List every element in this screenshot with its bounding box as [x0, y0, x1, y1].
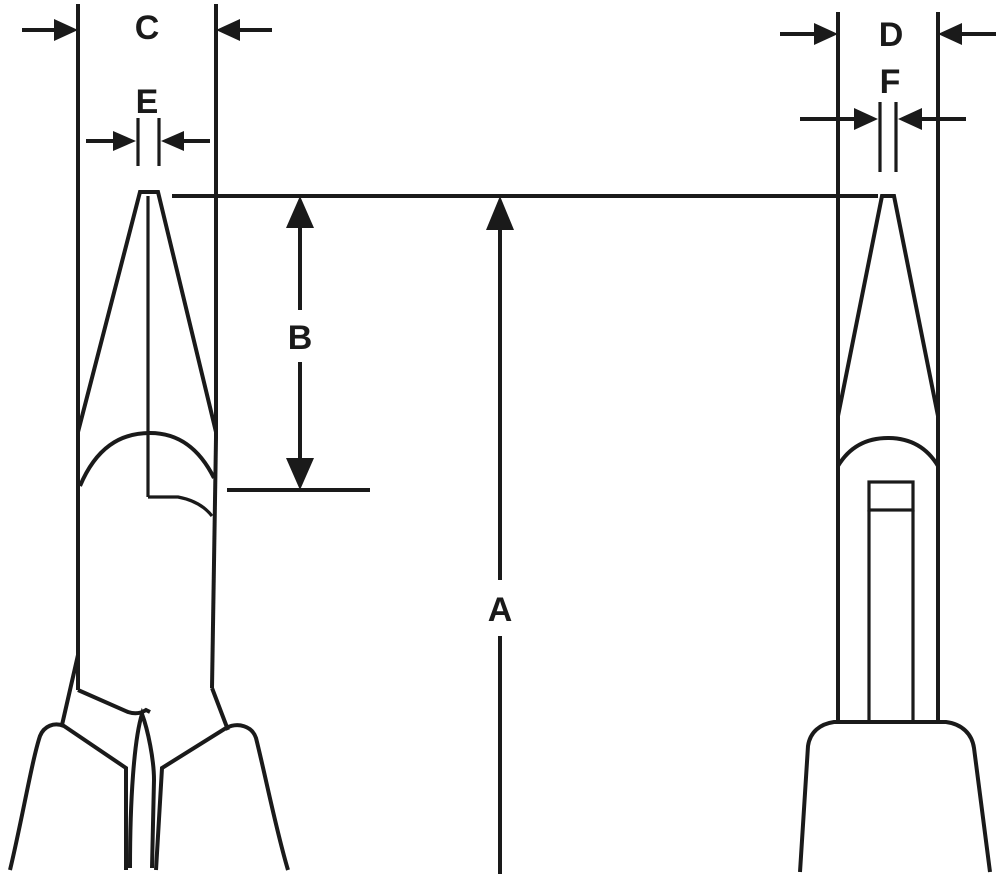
label-d: D — [879, 16, 904, 54]
dimension-f-arrows — [800, 108, 966, 130]
left-head-step — [148, 495, 214, 518]
label-b: B — [288, 319, 313, 357]
dimension-b-arrow-top — [286, 196, 314, 228]
right-tool-view — [780, 12, 996, 873]
label-e: E — [136, 83, 159, 121]
dimension-a-arrow-top — [486, 196, 514, 230]
right-joint-slot — [867, 480, 915, 512]
right-jaw-outline — [836, 194, 940, 417]
label-a: A — [488, 591, 513, 629]
left-handle-inner — [128, 707, 157, 869]
left-handle-left — [8, 722, 128, 871]
left-tool-view — [8, 4, 290, 871]
right-head-arc — [836, 435, 940, 468]
left-handle-right — [154, 723, 290, 871]
label-f: F — [880, 63, 901, 101]
left-handle-collar — [60, 654, 230, 731]
left-head-arc — [78, 430, 216, 487]
dimension-b-arrow-bottom — [286, 458, 314, 490]
left-jaw-outline — [76, 190, 218, 433]
right-handle — [798, 720, 992, 873]
left-body-edge-right — [210, 437, 218, 689]
dimension-c-arrows — [22, 19, 272, 41]
center-dimensions — [172, 194, 878, 874]
dimension-e-arrows — [86, 131, 210, 151]
dimension-labels: C E B A D F — [135, 9, 904, 629]
dimension-d-arrows — [780, 23, 996, 45]
label-c: C — [135, 9, 160, 47]
